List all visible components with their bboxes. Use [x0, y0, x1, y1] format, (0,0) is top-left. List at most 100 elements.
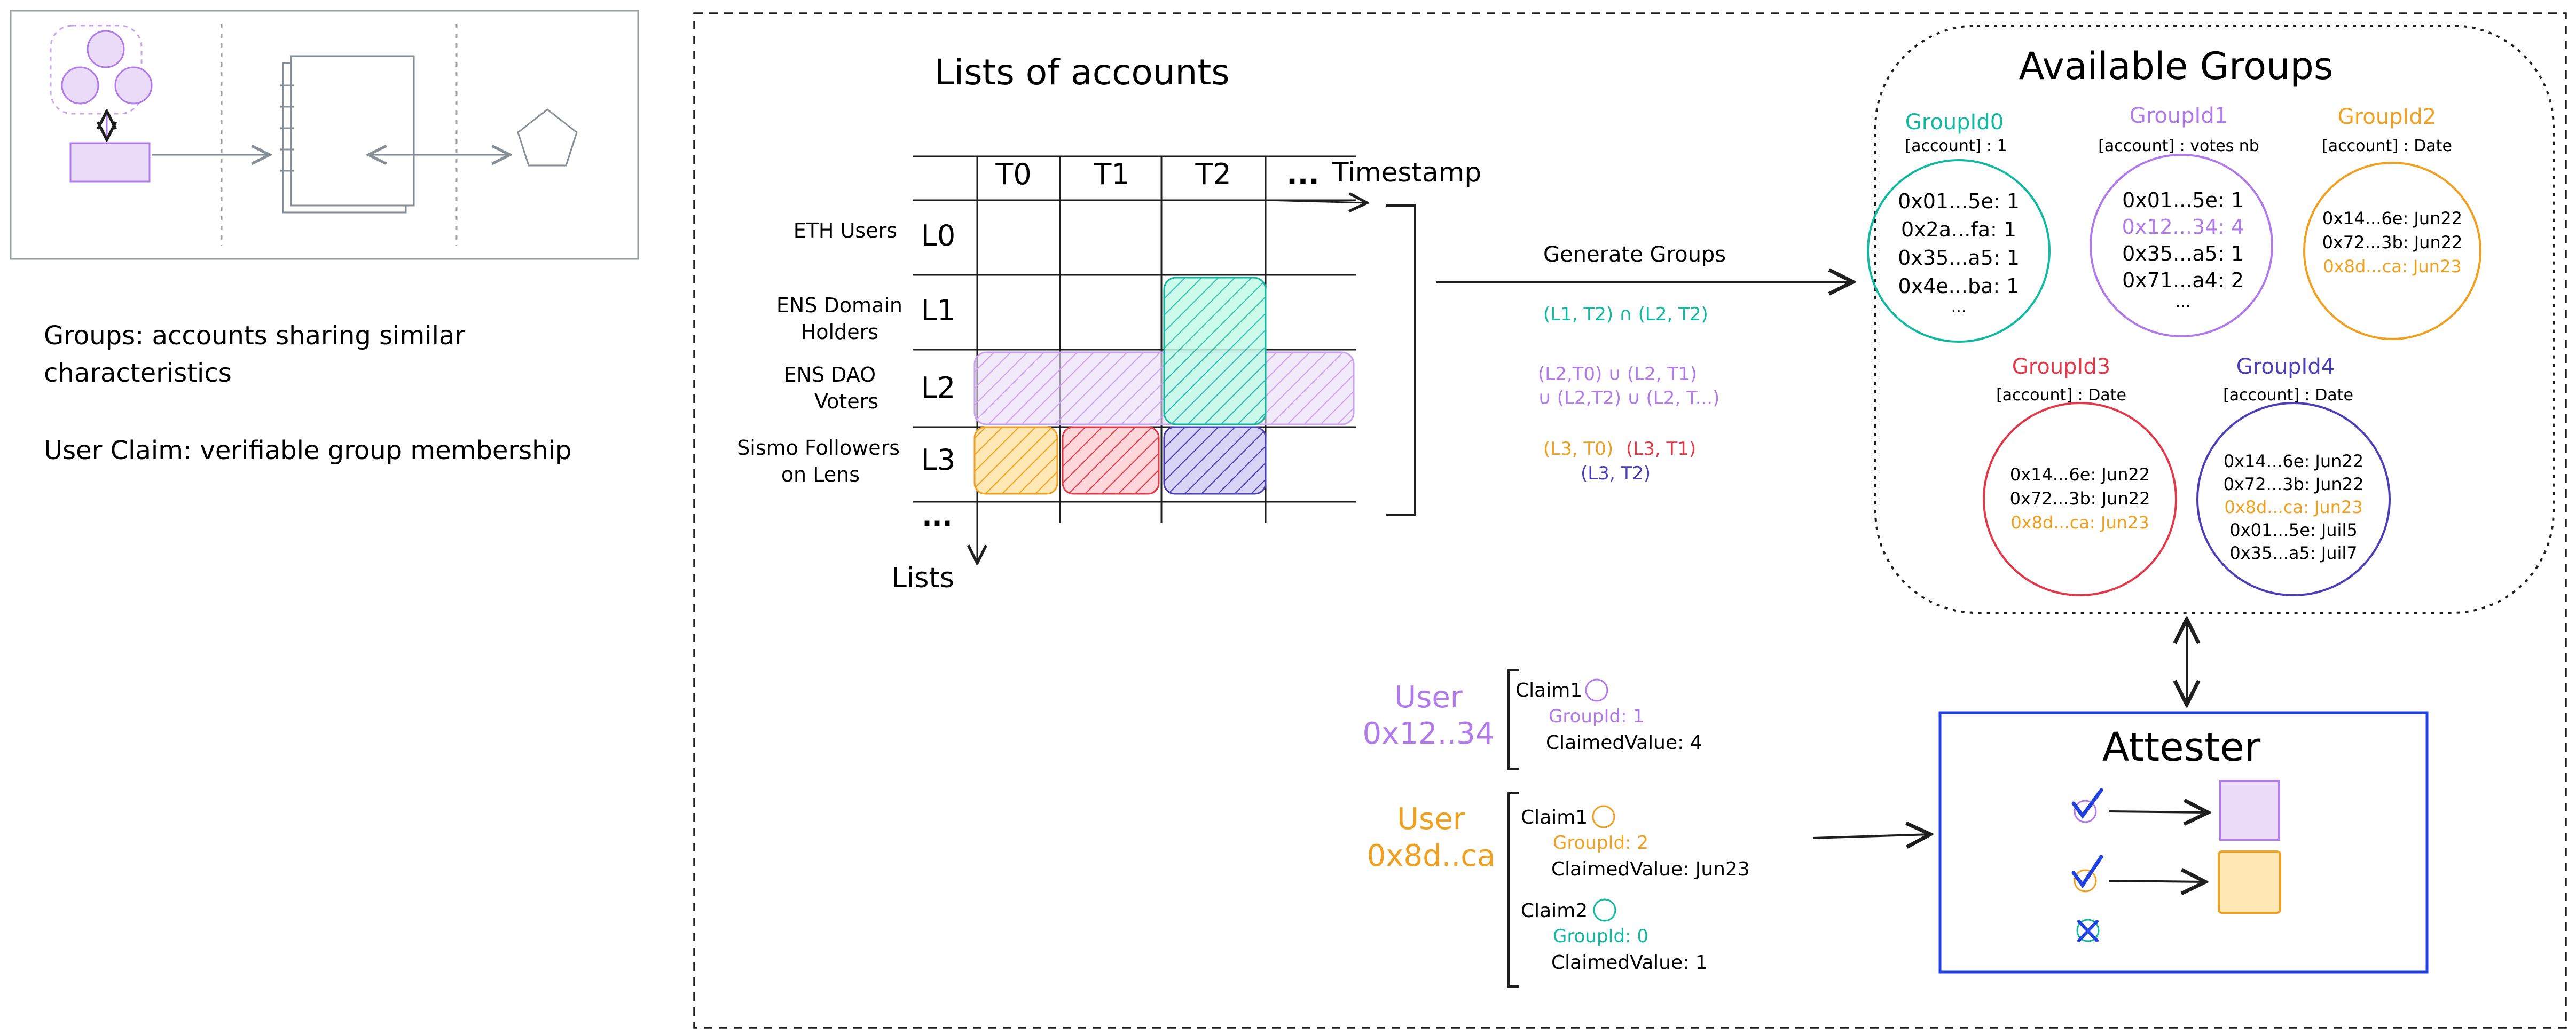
- matrix-title: Lists of accounts: [934, 52, 1230, 93]
- cross-icon: [2076, 919, 2100, 942]
- row-name-l2-line1: ENS DAO: [784, 363, 876, 386]
- group3-schema: [account] : Date: [1996, 386, 2126, 405]
- group3-name: GroupId3: [2012, 354, 2110, 379]
- group0-entry: ...: [1951, 298, 1967, 317]
- row-name-l3-line1: Sismo Followers: [737, 436, 900, 460]
- user2-group2: GroupId: 0: [1553, 926, 1648, 947]
- group2-entry: 0x72...3b: Jun22: [2322, 232, 2463, 252]
- user2-attester-arrow: [1812, 834, 1930, 838]
- group2-entry: 0x14...6e: Jun22: [2322, 208, 2462, 228]
- lists-label: Lists: [891, 562, 954, 594]
- cell-highlight-l3-t0: [973, 426, 1058, 495]
- group2-schema: [account] : Date: [2322, 137, 2452, 155]
- column-header-t0: T0: [995, 157, 1031, 191]
- group1-entry: ...: [2176, 293, 2191, 311]
- check-icon: [2071, 855, 2103, 893]
- group0-circle: [1867, 159, 2051, 343]
- user2-address: 0x8d..ca: [1367, 839, 1496, 873]
- user2-claim1: Claim1: [1521, 807, 1588, 828]
- group3-entry: 0x72...3b: Jun22: [2010, 488, 2150, 509]
- user1-label: User: [1394, 680, 1463, 715]
- expr-indigo: (L3, T2): [1581, 463, 1651, 484]
- row-id-l2: L2: [921, 371, 955, 405]
- user2-group1: GroupId: 2: [1553, 832, 1648, 854]
- group2-name: GroupId2: [2338, 105, 2436, 129]
- cell-highlight-l3-t1: [1062, 426, 1160, 495]
- group0-entry: 0x4e...ba: 1: [1898, 274, 2020, 298]
- check-icon: [2071, 788, 2103, 823]
- column-header-t2: T2: [1195, 157, 1231, 191]
- group3-entry: 0x14...6e: Jun22: [2010, 464, 2150, 485]
- user1-address: 0x12..34: [1363, 716, 1495, 751]
- main-frame: [693, 12, 2567, 1029]
- group4-entry-highlight: 0x8d...ca: Jun23: [2224, 497, 2362, 517]
- user2-label: User: [1397, 802, 1466, 836]
- cell-highlight-l3-t2: [1163, 426, 1267, 495]
- user2-value1: ClaimedValue: Jun23: [1551, 858, 1750, 880]
- expr-purple-1: (L2,T0) ∪ (L2, T1): [1538, 364, 1697, 385]
- group0-name: GroupId0: [1905, 110, 2004, 135]
- timestamp-label: Timestamp: [1332, 157, 1481, 188]
- legend-line-1: Groups: accounts sharing similar: [44, 321, 465, 351]
- attester-title: Attester: [2102, 724, 2261, 770]
- claim-box-icon: [69, 142, 151, 183]
- matrix-bracket: [1386, 204, 1416, 516]
- group1-entry: 0x35...a5: 1: [2122, 242, 2244, 265]
- user2-value2: ClaimedValue: 1: [1551, 952, 1708, 974]
- group4-schema: [account] : Date: [2223, 386, 2353, 405]
- group4-entry: 0x14...6e: Jun22: [2224, 451, 2363, 471]
- row-name-l0: ETH Users: [794, 219, 897, 242]
- expr-red: (L3, T1): [1626, 438, 1696, 460]
- row-id-more: ...: [922, 501, 953, 532]
- legend-line-2: characteristics: [44, 358, 232, 388]
- expr-orange: (L3, T0): [1543, 438, 1613, 460]
- expr-purple-2: ∪ (L2,T2) ∪ (L2, T...): [1538, 388, 1719, 409]
- user1-value: ClaimedValue: 4: [1546, 732, 1702, 754]
- group4-entry: 0x01...5e: Juil5: [2229, 520, 2357, 540]
- group3-entry-highlight: 0x8d...ca: Jun23: [2010, 512, 2149, 533]
- group0-entry: 0x01...5e: 1: [1898, 190, 2020, 213]
- column-header-t1: T1: [1093, 157, 1129, 191]
- available-groups-title: Available Groups: [2019, 44, 2334, 88]
- group1-entry-highlight: 0x12...34: 4: [2122, 215, 2244, 239]
- group2-circle: [2303, 162, 2481, 340]
- column-header-more: ...: [1286, 157, 1320, 191]
- group3-circle: [1983, 402, 2177, 596]
- row-id-l3: L3: [921, 443, 955, 477]
- user2-claim1-icon: [1592, 805, 1615, 828]
- user1-bracket: [1507, 669, 1519, 770]
- user2-claim2-icon: [1593, 898, 1616, 922]
- group0-entry: 0x35...a5: 1: [1898, 246, 2020, 270]
- pentagon-icon: [517, 108, 578, 167]
- row-name-l3-line2: on Lens: [781, 463, 860, 486]
- user1-claim: Claim1: [1515, 680, 1582, 701]
- group2-entry-highlight: 0x8d...ca: Jun23: [2323, 256, 2461, 277]
- row-id-l1: L1: [921, 294, 955, 327]
- group1-circle: [2090, 154, 2273, 337]
- group4-circle: [2196, 402, 2391, 596]
- row-name-l2-line2: Voters: [814, 390, 878, 413]
- expr-teal: (L1, T2) ∩ (L2, T2): [1543, 304, 1708, 325]
- group1-name: GroupId1: [2130, 104, 2228, 128]
- group0-schema: [account] : 1: [1905, 137, 2007, 155]
- row-name-l1-line1: ENS Domain: [776, 294, 902, 317]
- attester-box: [1938, 711, 2429, 974]
- legend-line-3: User Claim: verifiable group membership: [44, 436, 571, 465]
- group1-entry: 0x01...5e: 1: [2122, 188, 2244, 212]
- attestation-box-purple: [2219, 780, 2280, 841]
- group1-schema: [account] : votes nb: [2098, 137, 2259, 155]
- group1-entry: 0x71...a4: 2: [2122, 269, 2244, 292]
- user2-bracket: [1507, 792, 1519, 988]
- group4-name: GroupId4: [2236, 354, 2335, 379]
- group4-entry: 0x72...3b: Jun22: [2224, 474, 2364, 494]
- user1-claim-icon: [1585, 678, 1608, 702]
- generate-groups-label: Generate Groups: [1543, 242, 1726, 267]
- row-name-l1-line2: Holders: [801, 320, 878, 344]
- group0-entry: 0x2a...fa: 1: [1901, 218, 2016, 241]
- user2-claim2: Claim2: [1521, 900, 1588, 922]
- cell-highlight-l1-l2-t2: [1163, 277, 1267, 425]
- group4-entry: 0x35...a5: Juil7: [2229, 543, 2357, 563]
- user1-group: GroupId: 1: [1549, 706, 1644, 727]
- timestamp-axis-arrow: [1265, 200, 1367, 203]
